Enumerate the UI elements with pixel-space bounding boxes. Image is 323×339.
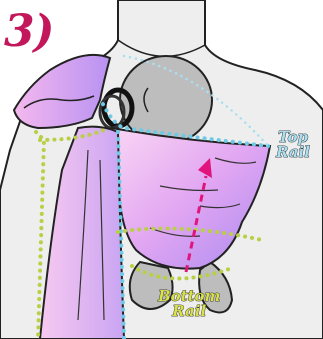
step-number: 3)	[4, 10, 53, 54]
bottom-rail-label-line2: Rail	[158, 304, 220, 319]
bottom-rail-label: Bottom Rail	[158, 289, 220, 319]
top-rail-label: Top Rail	[276, 130, 310, 160]
top-rail-label-line2: Rail	[276, 145, 310, 160]
